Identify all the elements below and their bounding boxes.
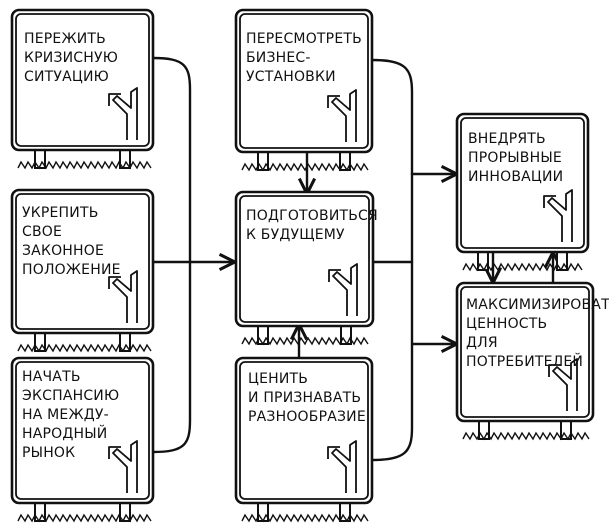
edge-diversity-maximize: [370, 172, 414, 462]
edge-expand-prepare: [151, 260, 192, 454]
sign-board: [234, 8, 374, 154]
sign-expand: [10, 356, 155, 523]
sign-label-revise: ПЕРЕСМОТРЕТЬ БИЗНЕС- УСТАНОВКИ: [246, 31, 362, 85]
sign-board-inner: [460, 286, 590, 418]
sign-label-prepare: ПОДГОТОВИТЬСЯ К БУДУЩЕМУ: [246, 208, 378, 243]
grass-decoration: [241, 513, 369, 523]
road-arrow-icon: [328, 263, 358, 316]
sign-survive: [10, 8, 155, 170]
sign-board: [10, 356, 155, 505]
sign-board: [455, 281, 595, 423]
sign-prepare: [234, 190, 375, 346]
road-arrow-icon: [327, 89, 357, 142]
sign-revise: [234, 8, 374, 172]
road-arrow-icon: [327, 440, 357, 493]
sign-board-inner: [15, 13, 150, 147]
sign-board: [234, 190, 375, 328]
sign-label-diversity: ЦЕНИТЬ И ПРИЗНАВАТЬ РАЗНООБРАЗИЕ: [248, 371, 366, 425]
road-arrow-icon: [108, 87, 138, 140]
sign-strengthen: [10, 188, 155, 353]
sign-board-inner: [239, 361, 369, 500]
road-arrow-icon: [108, 440, 138, 493]
grass-decoration: [241, 336, 369, 346]
sign-innovate: [455, 112, 590, 272]
sign-diversity: [234, 356, 374, 523]
road-arrow-icon: [543, 189, 573, 242]
sign-board-inner: [239, 13, 369, 149]
sign-label-expand: НАЧАТЬ ЭКСПАНСИЮ НА МЕЖДУ- НАРОДНЫЙ РЫНО…: [22, 369, 120, 461]
sign-label-strengthen: УКРЕПИТЬ СВОЕ ЗАКОННОЕ ПОЛОЖЕНИЕ: [22, 205, 121, 278]
sign-board: [10, 188, 155, 335]
connectors: [151, 56, 553, 462]
grass-decoration: [17, 513, 152, 523]
edge-survive-prepare: [151, 56, 192, 264]
sign-board: [234, 356, 374, 505]
road-arrow-icon: [548, 358, 578, 411]
sign-maximize: [455, 281, 595, 441]
grass-decoration: [17, 343, 152, 353]
sign-board-inner: [15, 193, 150, 330]
grass-decoration: [462, 431, 590, 441]
sign-board-inner: [239, 195, 370, 323]
edge-revise-innovate: [370, 58, 414, 176]
road-arrow-icon: [108, 270, 138, 323]
signs-layer: [10, 8, 595, 523]
sign-label-innovate: ВНЕДРЯТЬ ПРОРЫВНЫЕ ИННОВАЦИИ: [468, 131, 564, 185]
grass-decoration: [17, 160, 152, 170]
grass-decoration: [241, 162, 369, 172]
sign-board-inner: [15, 361, 150, 500]
sign-board: [10, 8, 155, 152]
sign-board-inner: [460, 117, 585, 249]
sign-label-survive: ПЕРЕЖИТЬ КРИЗИСНУЮ СИТУАЦИЮ: [24, 31, 119, 85]
grass-decoration: [462, 262, 583, 272]
sign-label-maximize: МАКСИМИЗИРОВАТЬ ЦЕННОСТЬ ДЛЯ ПОТРЕБИТЕЛЕ…: [466, 297, 609, 370]
sign-board: [455, 112, 590, 254]
